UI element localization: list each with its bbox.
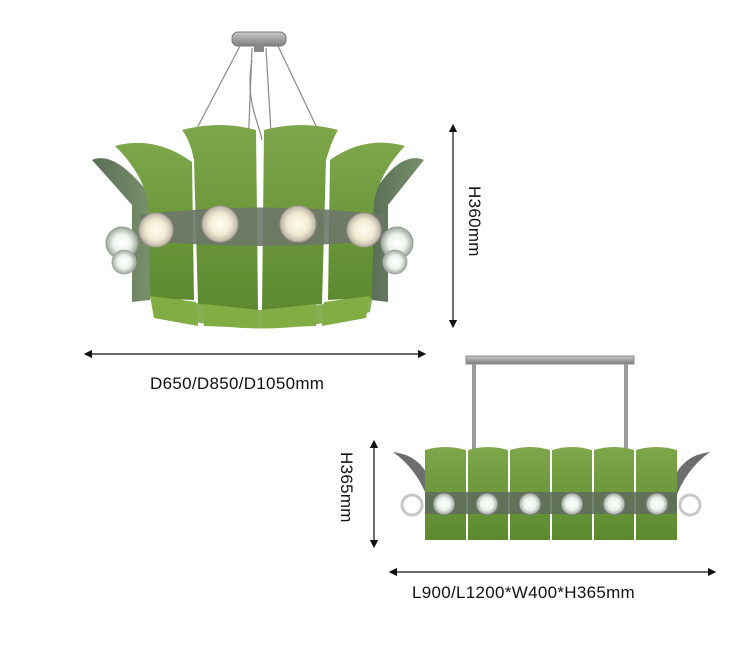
round-height-label: H360mm xyxy=(465,186,484,257)
left-side-arm xyxy=(393,452,430,500)
metal-band xyxy=(140,207,384,246)
linear-size-label: L900/L1200*W400*H365mm xyxy=(412,583,636,602)
light-bulbs xyxy=(105,205,414,275)
linear-height-label: H365mm xyxy=(337,452,356,523)
linear-chandelier xyxy=(393,355,710,540)
round-diameter-label: D650/D850/D1050mm xyxy=(150,374,325,393)
linear-bulbs xyxy=(400,492,702,517)
canopy xyxy=(231,31,287,47)
right-side-arm xyxy=(673,452,710,500)
linear-canopy-bar xyxy=(465,355,635,365)
round-chandelier xyxy=(92,31,424,329)
glass-lower-panels xyxy=(150,296,370,328)
linear-metal-band xyxy=(425,492,677,514)
